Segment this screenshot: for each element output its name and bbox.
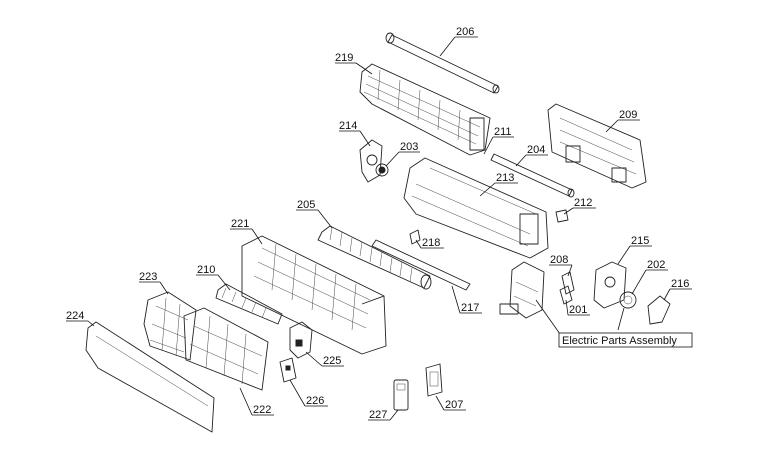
callout-202: 202 (647, 259, 665, 271)
part-202-motor (617, 291, 637, 331)
callout-204: 204 (527, 144, 545, 156)
callout-223: 223 (139, 271, 157, 283)
callout-201: 201 (569, 304, 587, 316)
part-221-front-case (241, 235, 387, 355)
electric-control-box (499, 261, 545, 319)
part-214-bracket (359, 139, 383, 183)
part-222-filter (183, 307, 269, 391)
part-207-holder (425, 363, 443, 397)
callout-207: 207 (445, 399, 463, 411)
part-219-evaporator (359, 63, 491, 156)
part-203-bearing (375, 163, 389, 177)
callout-213: 213 (496, 172, 514, 184)
callout-226: 226 (306, 395, 324, 407)
callout-labels: 206 219 209 214 203 211 204 213 212 205 … (66, 26, 689, 421)
callout-222: 222 (253, 404, 271, 416)
callout-211: 211 (494, 126, 512, 138)
part-226-receiver (279, 357, 297, 383)
part-224-front-grille (85, 321, 215, 433)
callout-227: 227 (369, 409, 387, 421)
part-217-guide (371, 239, 471, 291)
callout-225: 225 (323, 355, 341, 367)
part-218-clip (409, 229, 421, 245)
part-225-display (289, 321, 313, 359)
part-212-clip (555, 209, 569, 223)
callout-212: 212 (574, 197, 592, 209)
callout-214: 214 (339, 120, 357, 132)
part-227-remote (393, 379, 409, 411)
callout-219: 219 (335, 52, 353, 64)
callout-216: 216 (671, 278, 689, 290)
part-204-drain-hose (490, 153, 575, 198)
callout-221: 221 (231, 218, 249, 230)
callout-218: 218 (422, 237, 440, 249)
callout-217: 217 (461, 302, 479, 314)
callout-206: 206 (456, 26, 474, 38)
part-213-chassis (403, 157, 549, 259)
electric-parts-assembly-label: Electric Parts Assembly (558, 332, 693, 348)
leader-lines (66, 36, 692, 421)
part-205-crossflow-fan (317, 225, 432, 290)
callout-208: 208 (550, 254, 568, 266)
callout-210: 210 (197, 264, 215, 276)
callout-209: 209 (619, 109, 637, 121)
part-215-motor (593, 261, 627, 309)
part-209-mounting-plate (547, 103, 647, 189)
part-206-pipe (385, 32, 500, 94)
part-223-filter (143, 291, 197, 361)
part-216-ring (647, 295, 671, 325)
assembly-label-text: Electric Parts Assembly (562, 335, 677, 347)
callout-203: 203 (400, 141, 418, 153)
callout-224: 224 (66, 310, 84, 322)
part-201-terminal (559, 285, 573, 305)
part-210-louver (215, 283, 283, 325)
callout-205: 205 (297, 199, 315, 211)
callout-215: 215 (631, 235, 649, 247)
